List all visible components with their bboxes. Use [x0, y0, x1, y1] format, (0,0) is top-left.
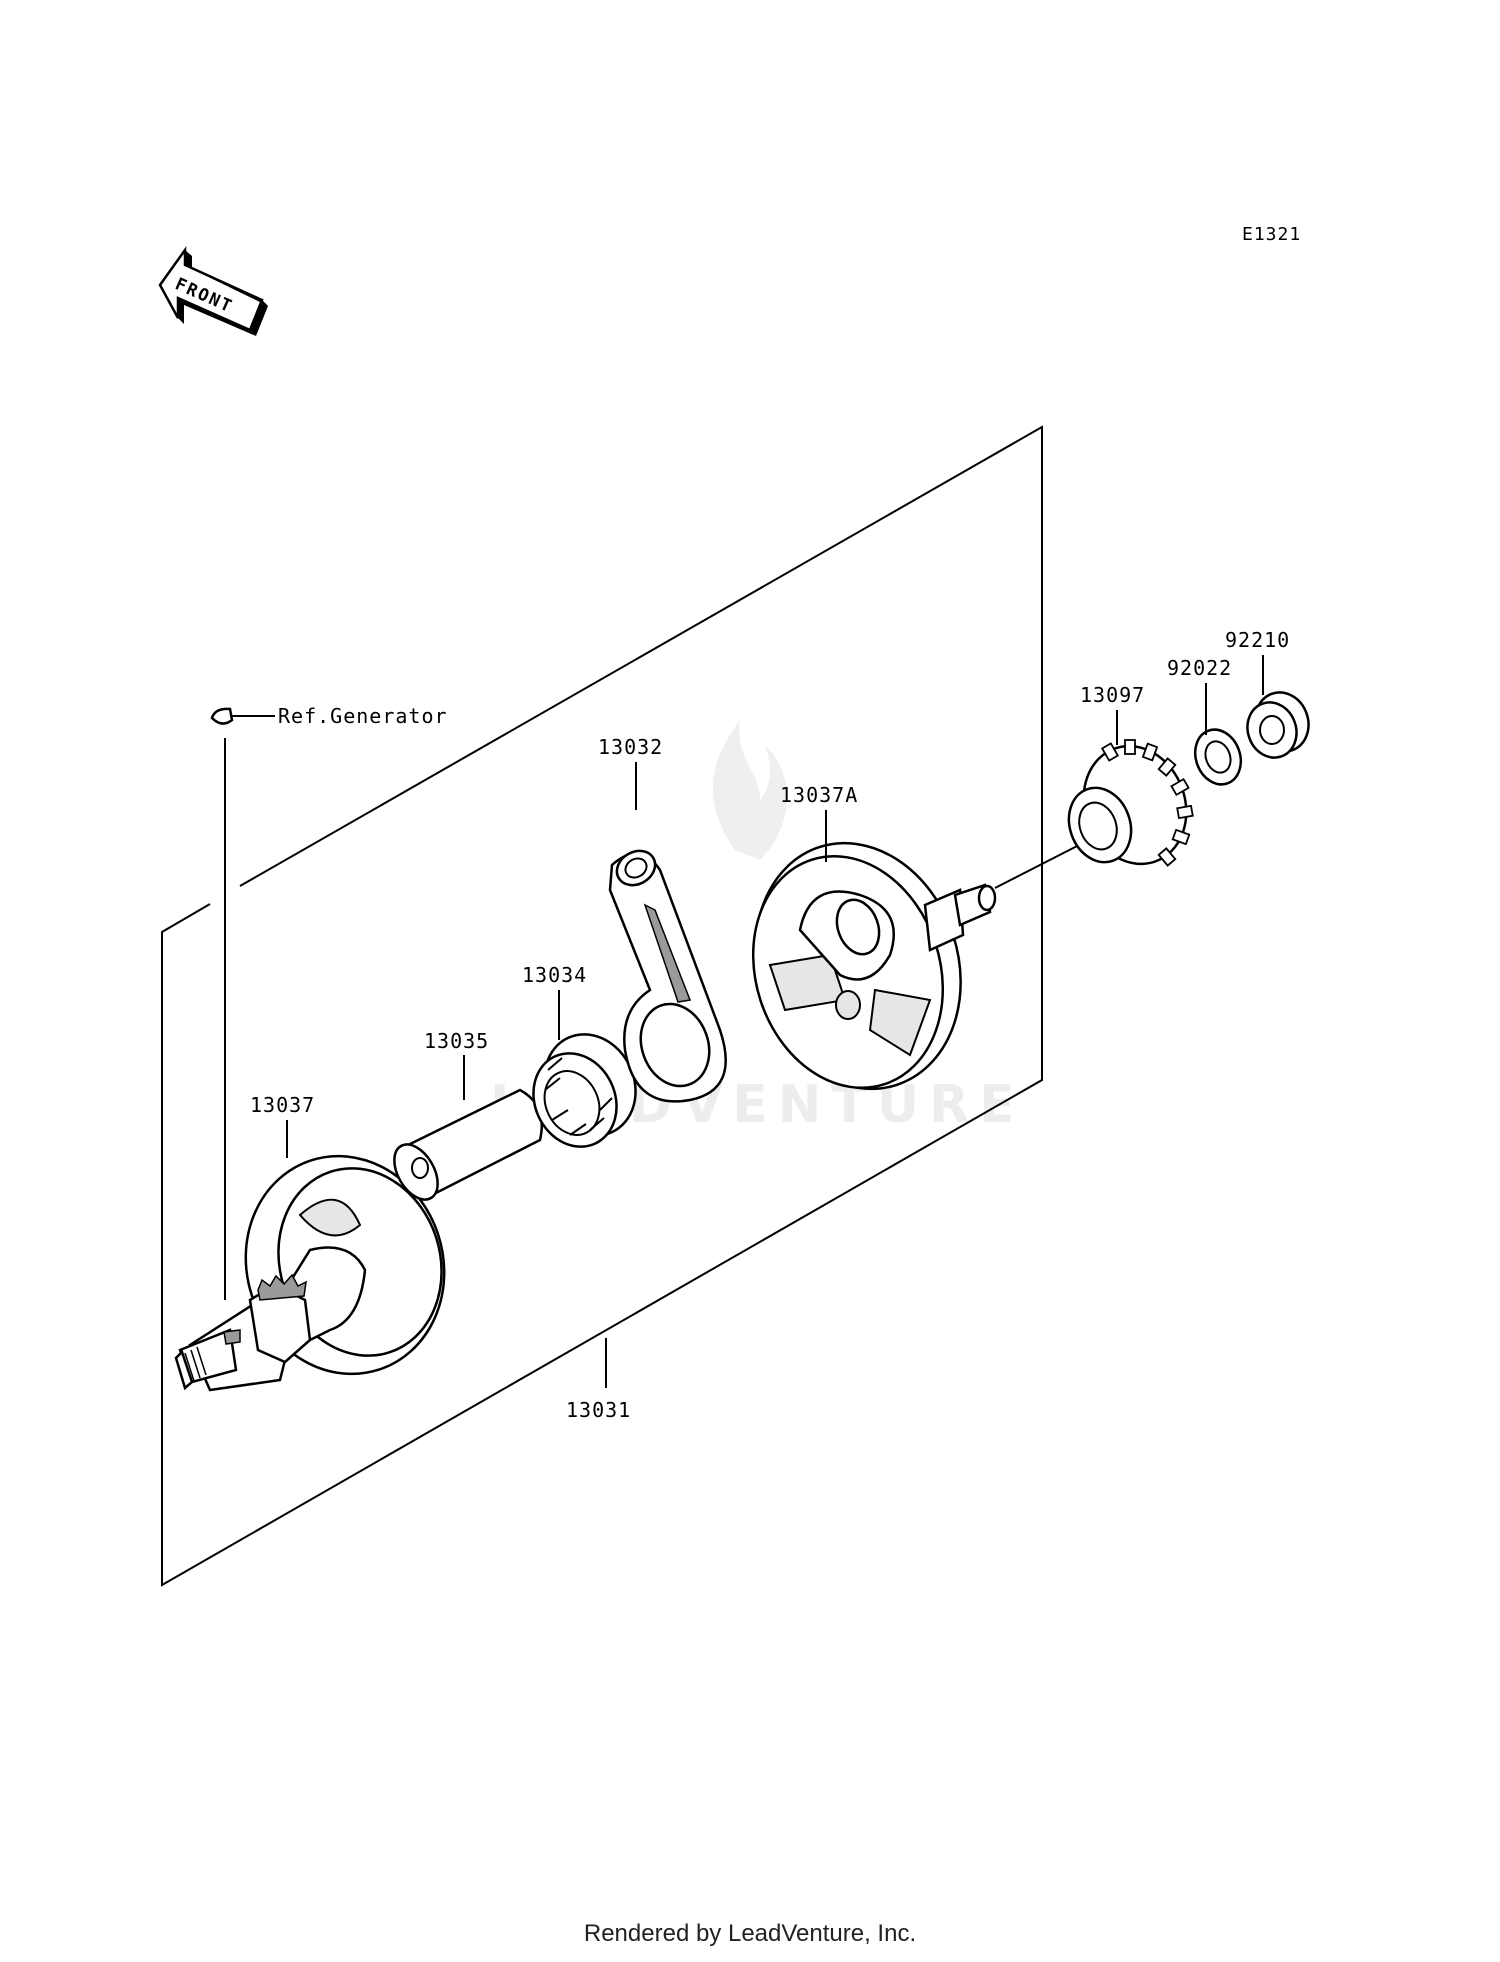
callout-13034: 13034: [522, 963, 587, 987]
callout-13037: 13037: [250, 1093, 315, 1117]
part-13032-connecting-rod: [608, 849, 727, 1103]
callout-13031: 13031: [566, 1398, 631, 1422]
part-13037-left-flywheel: [174, 1154, 446, 1392]
part-92210-nut: [1246, 691, 1310, 759]
front-arrow-icon: FRONT: [158, 246, 268, 336]
callout-13032: 13032: [598, 735, 663, 759]
part-13034-needle-bearing: [532, 1033, 637, 1148]
callout-13037A: 13037A: [780, 783, 858, 807]
callout-92022: 92022: [1167, 656, 1232, 680]
part-92022-washer: [1193, 728, 1243, 786]
ref-generator-label: Ref.Generator: [278, 704, 448, 728]
footer-credit: Rendered by LeadVenture, Inc.: [583, 1920, 917, 1947]
crankshaft-assembly-frame: [161, 425, 1043, 1587]
callout-92210: 92210: [1225, 628, 1290, 652]
callout-13035: 13035: [424, 1029, 489, 1053]
part-13035-crank-pin: [393, 1088, 543, 1201]
part-13097-gear: [1067, 739, 1194, 867]
diagram-id: E1321: [1242, 224, 1301, 245]
woodruff-key-icon: [210, 707, 234, 725]
part-13037A-right-flywheel: [751, 841, 997, 1091]
callout-13097: 13097: [1080, 683, 1145, 707]
